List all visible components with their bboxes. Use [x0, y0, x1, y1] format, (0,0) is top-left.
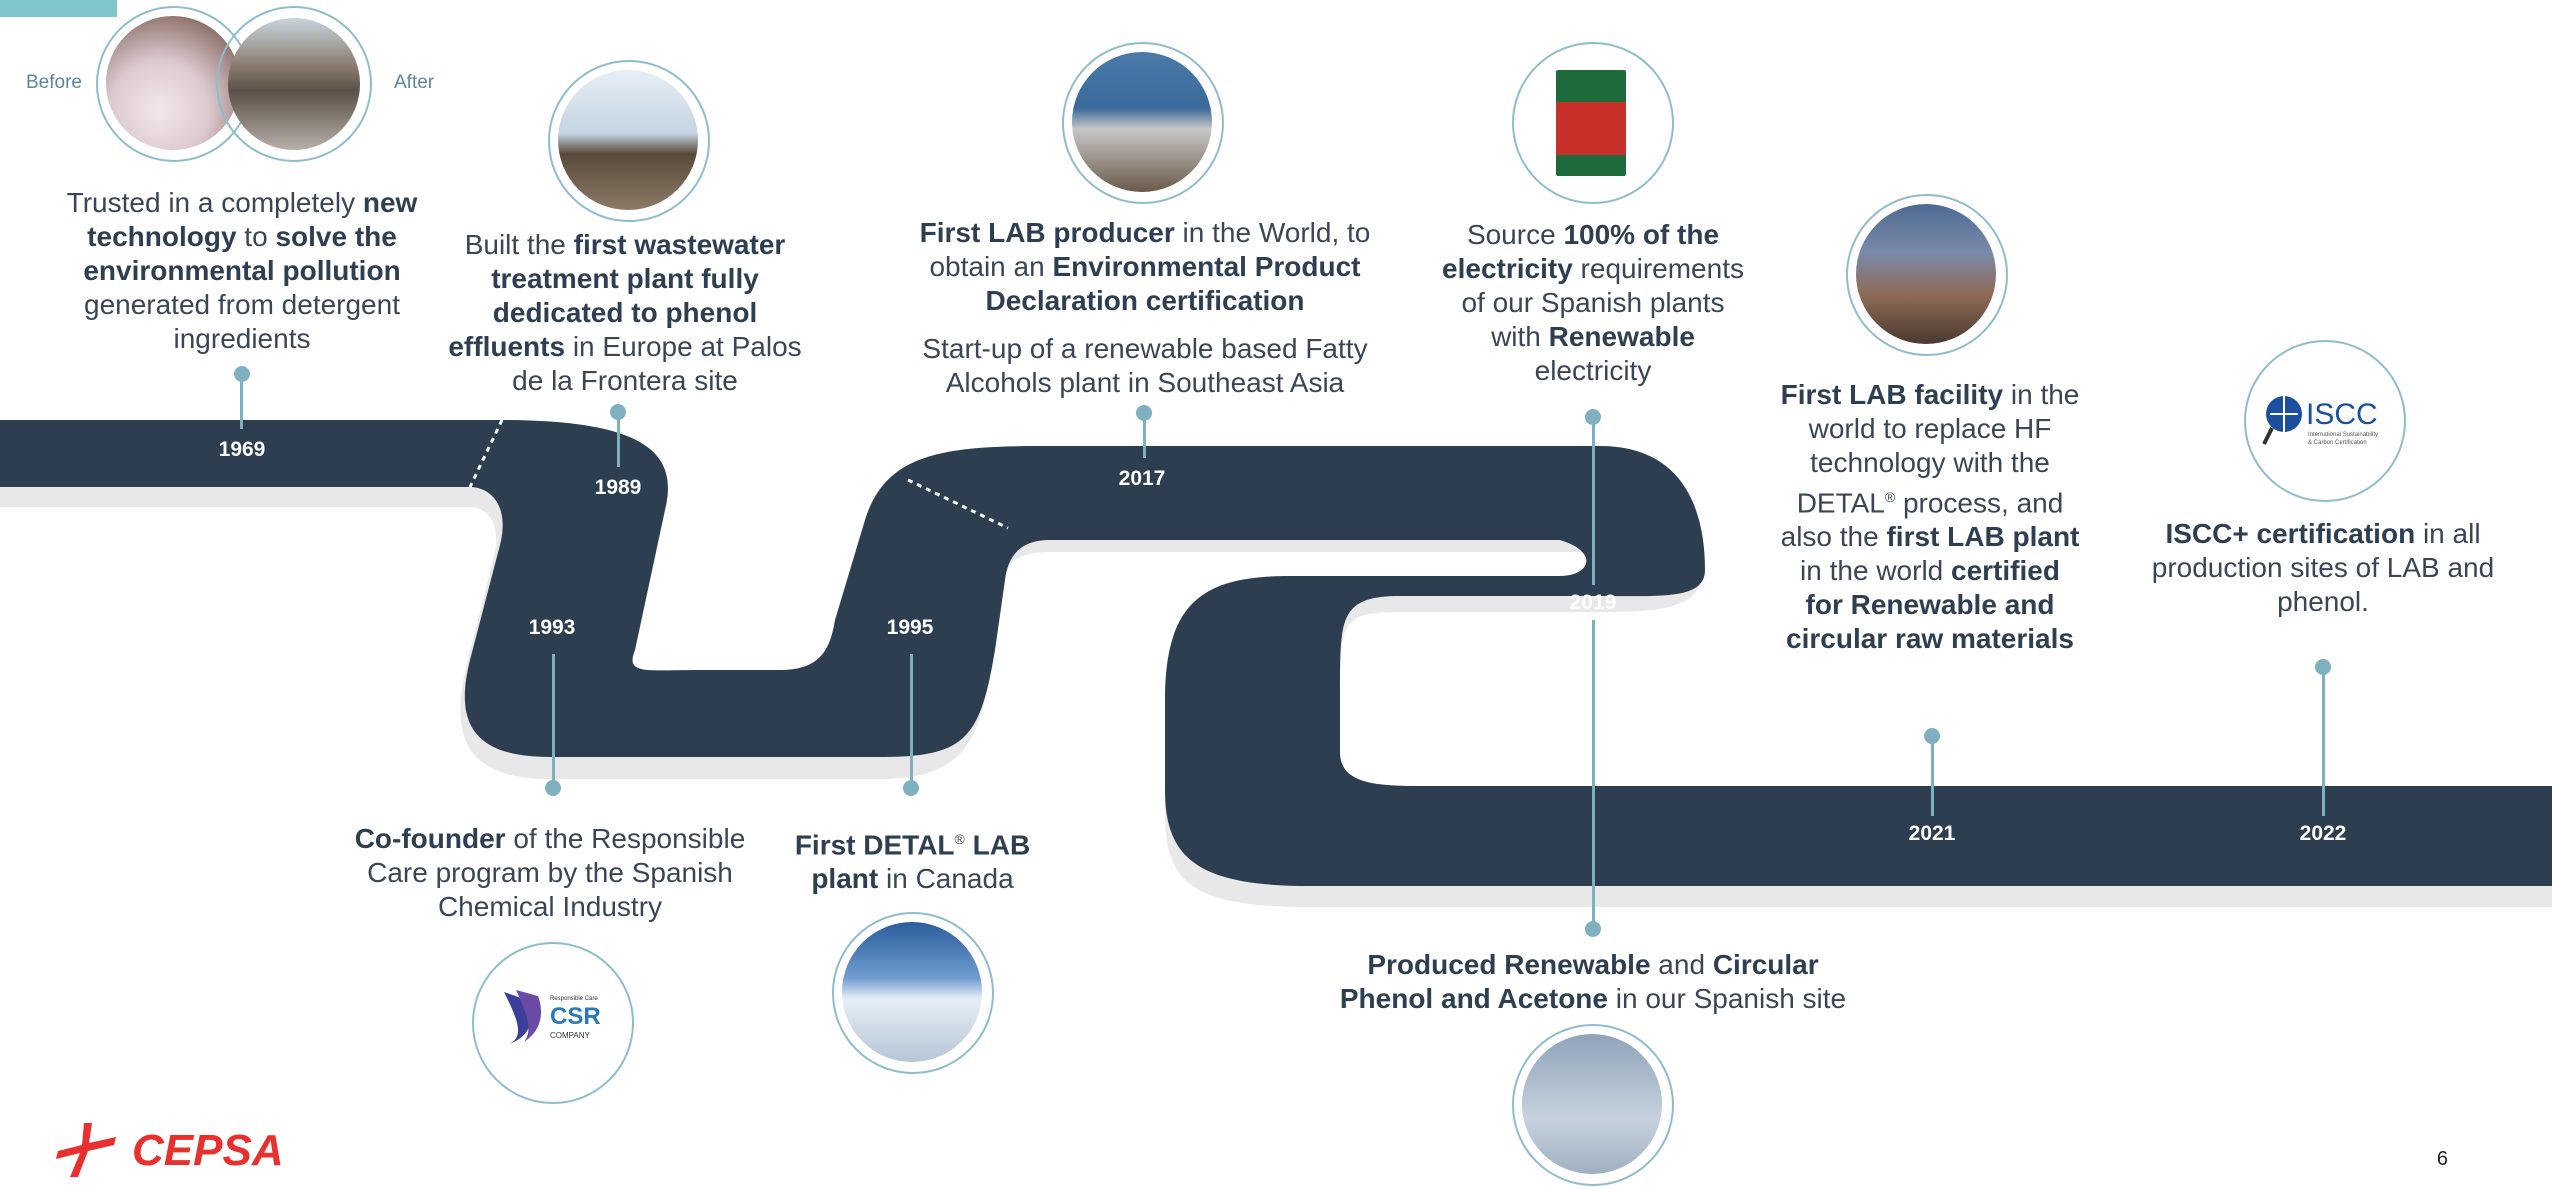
svg-text:ISCC: ISCC	[2306, 398, 2378, 431]
milestone-2021-text: First LAB facility in the world to repla…	[1780, 379, 2080, 655]
year-2022: 2022	[2299, 822, 2347, 845]
milestone-2022-text: ISCC+ certification in all production si…	[2151, 518, 2495, 617]
before-label: Before	[26, 72, 82, 93]
accent-bar	[0, 0, 117, 17]
pin-line-2022	[2322, 667, 2325, 816]
pin-line-1993	[552, 654, 555, 789]
milestone-2017-text-a: First LAB producer in the World, to obta…	[919, 217, 1371, 316]
milestone-2019-text-b: Produced Renewable and Circular Phenol a…	[1339, 949, 1847, 1014]
milestone-1993-text: Co-founder of the Responsible Care progr…	[354, 823, 746, 922]
svg-text:International Sustainability: International Sustainability	[2308, 432, 2378, 438]
pin-line-2019-top	[1592, 417, 1595, 585]
photo-wastewater	[558, 70, 698, 210]
cepsa-logo: CEPSA	[56, 1115, 316, 1185]
after-label: After	[394, 72, 435, 93]
milestone-2017-text-b: Start-up of a renewable based Fatty Alco…	[922, 333, 1368, 398]
photo-certificate	[1556, 70, 1626, 176]
photo-port	[1072, 52, 1212, 192]
photo-city	[1856, 204, 1996, 344]
pin-line-2021	[1931, 736, 1934, 816]
svg-text:Responsible Care: Responsible Care	[550, 996, 598, 1002]
iscc-logo: ISCC International Sustainability & Carb…	[2262, 388, 2388, 458]
csr-logo: CSR COMPANY Responsible Care	[494, 982, 610, 1052]
pin-line-2019-bottom	[1592, 620, 1595, 925]
milestone-1995-text: First DETAL® LAB plant in Canada	[794, 829, 1031, 895]
cepsa-wordmark: CEPSA	[132, 1126, 284, 1175]
photo-after	[228, 18, 360, 150]
photo-windturbines	[1522, 1034, 1662, 1174]
pin-dot-1995	[903, 780, 919, 796]
year-1989: 1989	[594, 476, 642, 499]
svg-text:CSR: CSR	[550, 1003, 601, 1030]
year-1969: 1969	[218, 438, 266, 461]
milestone-1989-text: Built the first wastewater treatment pla…	[448, 229, 802, 396]
year-1995: 1995	[886, 616, 934, 639]
csr-logo-ring	[472, 942, 634, 1104]
photo-plant	[842, 922, 982, 1062]
after-photo-ring	[216, 6, 372, 162]
milestone-2019-text-a: Source 100% of the electricity requireme…	[1442, 219, 1744, 386]
year-2017: 2017	[1118, 467, 1166, 490]
page-number: 6	[2436, 1148, 2448, 1170]
year-1993: 1993	[528, 616, 576, 639]
pin-dot-1993	[545, 780, 561, 796]
pin-dot-2019-bottom	[1585, 921, 1601, 937]
pin-line-2017	[1143, 413, 1146, 458]
svg-text:COMPANY: COMPANY	[550, 1031, 591, 1040]
road-shape	[0, 420, 2552, 886]
pin-line-1969	[240, 374, 243, 429]
milestone-1969-text: Trusted in a completely new technology t…	[66, 187, 418, 354]
year-2019: 2019	[1569, 591, 1617, 614]
year-2021: 2021	[1908, 822, 1956, 845]
pin-line-1989	[617, 412, 620, 467]
pin-line-1995	[910, 654, 913, 789]
svg-text:& Carbon Certification: & Carbon Certification	[2308, 440, 2367, 446]
